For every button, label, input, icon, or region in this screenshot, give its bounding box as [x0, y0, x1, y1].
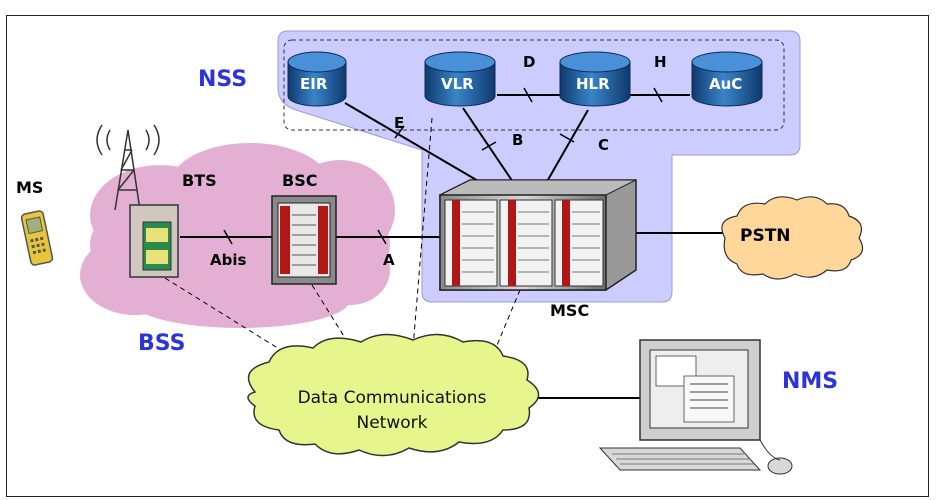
abis-interface-label: Abis	[210, 251, 246, 269]
dcn-cloud	[247, 333, 540, 457]
nms-computer-icon	[598, 339, 793, 475]
msc-rack-icon	[439, 179, 637, 291]
bss-region-label: BSS	[138, 331, 185, 356]
database-auc	[691, 51, 763, 107]
database-hlr	[559, 51, 631, 107]
pstn-cloud	[721, 196, 864, 280]
auc-label: AuC	[709, 75, 742, 93]
mobile-phone-icon	[20, 210, 54, 266]
nss-db-dashed-box	[283, 39, 785, 131]
hlr-label: HLR	[576, 75, 610, 93]
c-interface-label: C	[598, 136, 609, 154]
b-interface-label: B	[512, 131, 523, 149]
eir-label: EIR	[300, 75, 328, 93]
bts-label: BTS	[182, 171, 217, 190]
vlr-label: VLR	[441, 75, 474, 93]
pstn-label: PSTN	[740, 226, 791, 246]
bts-cabinet-icon	[129, 204, 179, 278]
nms-region-label: NMS	[782, 369, 838, 394]
nss-region	[277, 30, 801, 303]
e-interface-label: E	[394, 114, 404, 132]
bsc-rack-icon	[271, 195, 337, 285]
a-interface-label: A	[383, 251, 395, 269]
msc-label: MSC	[550, 301, 589, 320]
h-interface-label: H	[654, 53, 667, 71]
d-interface-label: D	[523, 53, 535, 71]
dcn-label-line2: Network	[357, 413, 428, 433]
database-eir	[287, 51, 347, 107]
bsc-label: BSC	[282, 171, 317, 190]
nss-region-label: NSS	[198, 67, 247, 92]
dcn-label-line1: Data Communications	[298, 388, 487, 408]
interface-ticks	[223, 87, 663, 245]
database-vlr	[424, 51, 496, 107]
ms-label: MS	[16, 178, 43, 197]
bts-tower-icon	[96, 124, 160, 211]
